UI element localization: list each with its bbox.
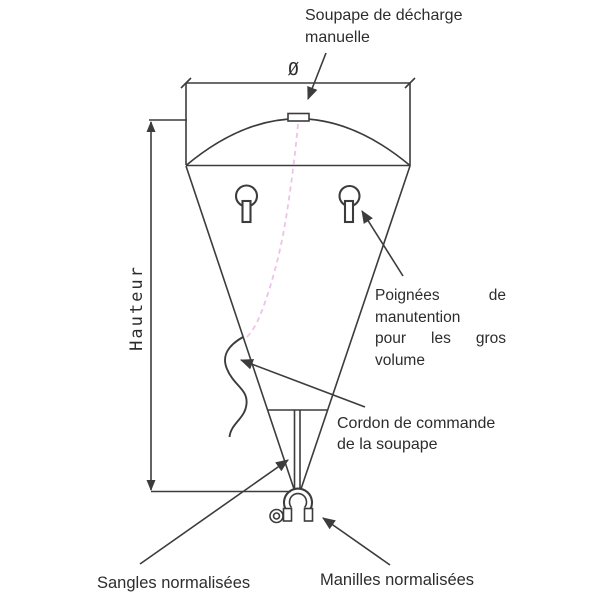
valve-cord-internal	[245, 123, 299, 339]
label-diameter-symbol: Ø	[288, 59, 299, 80]
straps-center	[293, 410, 301, 488]
label-cordon-line1: Cordon de commande	[337, 415, 496, 432]
label-soupape: Soupape de décharge manuelle	[305, 5, 462, 49]
shackle-pin-head-inner	[272, 512, 281, 520]
handle-left	[234, 184, 259, 224]
shackle-ear-right	[303, 507, 314, 522]
label-poignees-line4: volume	[375, 351, 425, 369]
label-sangles: Sangles normalisées	[97, 574, 251, 592]
leader-arrow-manilles	[322, 517, 391, 566]
shackle-bow-outer	[282, 487, 314, 512]
shackle-bow-inner	[288, 492, 308, 509]
leader-arrow-poignees	[361, 210, 404, 277]
label-poignees-line2: manutention	[375, 308, 461, 326]
leader-arrow-sangles	[139, 459, 289, 565]
relief-valve	[287, 112, 310, 122]
label-hauteur: Hauteur	[127, 265, 147, 351]
cone-left-edge	[185, 165, 295, 490]
shackle-pin-head	[269, 508, 284, 524]
leader-arrow-cordon	[239, 359, 366, 408]
label-poignees: Poignées de manutention pour les gros vo…	[375, 285, 506, 371]
leader-arrow-soupape	[307, 52, 327, 101]
diameter-dimension	[180, 77, 416, 166]
label-manilles: Manilles normalisées	[320, 571, 475, 589]
label-poignees-line3: pour les gros	[375, 330, 506, 347]
handle-right	[338, 184, 361, 224]
label-cordon-line2: de la soupape	[337, 436, 438, 453]
label-soupape-line2: manuelle	[305, 29, 370, 46]
shackle	[269, 487, 314, 524]
height-dimension	[146, 119, 291, 493]
label-soupape-line1: Soupape de décharge	[305, 7, 463, 24]
label-cordon: Cordon de commande de la soupape	[337, 413, 495, 455]
shackle-ear-left	[282, 507, 293, 522]
valve-cord-external	[224, 336, 248, 438]
label-poignees-line1: Poignées de	[375, 287, 506, 304]
cone-right-edge	[300, 165, 411, 490]
